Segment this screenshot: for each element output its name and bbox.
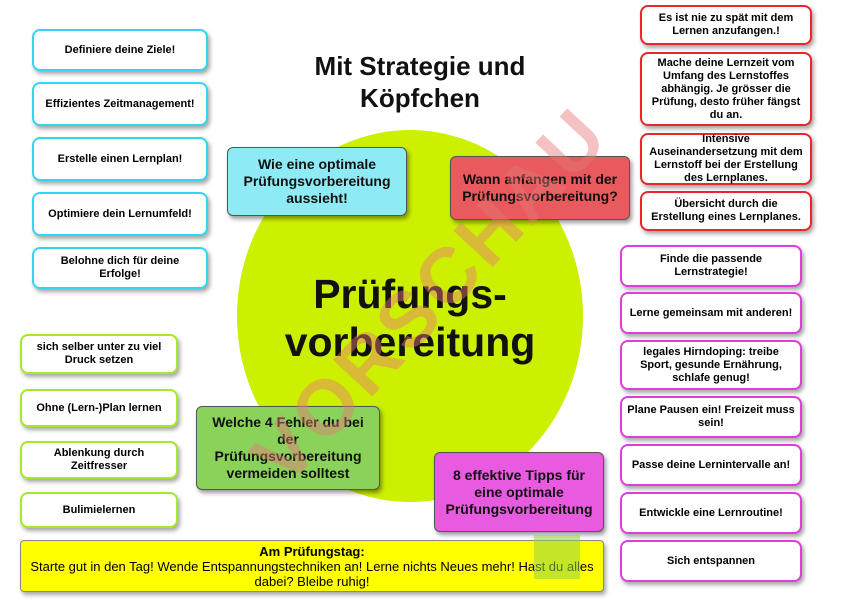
tip-item: Lerne gemeinsam mit anderen! (620, 292, 802, 334)
ideal-item: Effizientes Zeitmanagement! (32, 82, 208, 126)
tip-item: Passe deine Lernintervalle an! (620, 444, 802, 486)
mistake-item: Bulimielernen (20, 492, 178, 528)
tip-item: Finde die passende Lernstrategie! (620, 245, 802, 287)
mistake-item: Ohne (Lern-)Plan lernen (20, 389, 178, 427)
center-topic: Prüfungs-vorbereitung (284, 271, 536, 365)
mistake-item: sich selber unter zu viel Druck setzen (20, 334, 178, 374)
mistake-item: Ablenkung durch Zeitfresser (20, 441, 178, 479)
tip-item: Sich entspannen (620, 540, 802, 582)
page-title: Mit Strategie und Köpfchen (314, 51, 526, 113)
when-item: Übersicht durch die Erstellung eines Ler… (640, 191, 812, 231)
when-item: Es ist nie zu spät mit dem Lernen anzufa… (640, 5, 812, 45)
tip-item: Entwickle eine Lernroutine! (620, 492, 802, 534)
exam-day-text: Starte gut in den Tag! Wende Entspannung… (30, 559, 594, 589)
category-when: Wann anfangen mit der Prüfungsvorbereitu… (450, 156, 630, 220)
exam-day-box: Am Prüfungstag: Starte gut in den Tag! W… (20, 540, 604, 592)
ideal-item: Definiere deine Ziele! (32, 29, 208, 71)
exam-day-title: Am Prüfungstag: (259, 544, 365, 559)
category-mistakes: Welche 4 Fehler du bei der Prüfungsvorbe… (196, 406, 380, 490)
when-item: Mache deine Lernzeit vom Umfang des Lern… (640, 52, 812, 126)
logo-badge (534, 535, 580, 579)
category-ideal: Wie eine optimale Prüfungsvorbereitung a… (227, 147, 407, 216)
ideal-item: Erstelle einen Lernplan! (32, 137, 208, 181)
ideal-item: Belohne dich für deine Erfolge! (32, 247, 208, 289)
tip-item: legales Hirndoping: treibe Sport, gesund… (620, 340, 802, 390)
ideal-item: Optimiere dein Lernumfeld! (32, 192, 208, 236)
when-item: Intensive Auseinandersetzung mit dem Ler… (640, 133, 812, 185)
tip-item: Plane Pausen ein! Freizeit muss sein! (620, 396, 802, 438)
category-tips: 8 effektive Tipps für eine optimale Prüf… (434, 452, 604, 532)
